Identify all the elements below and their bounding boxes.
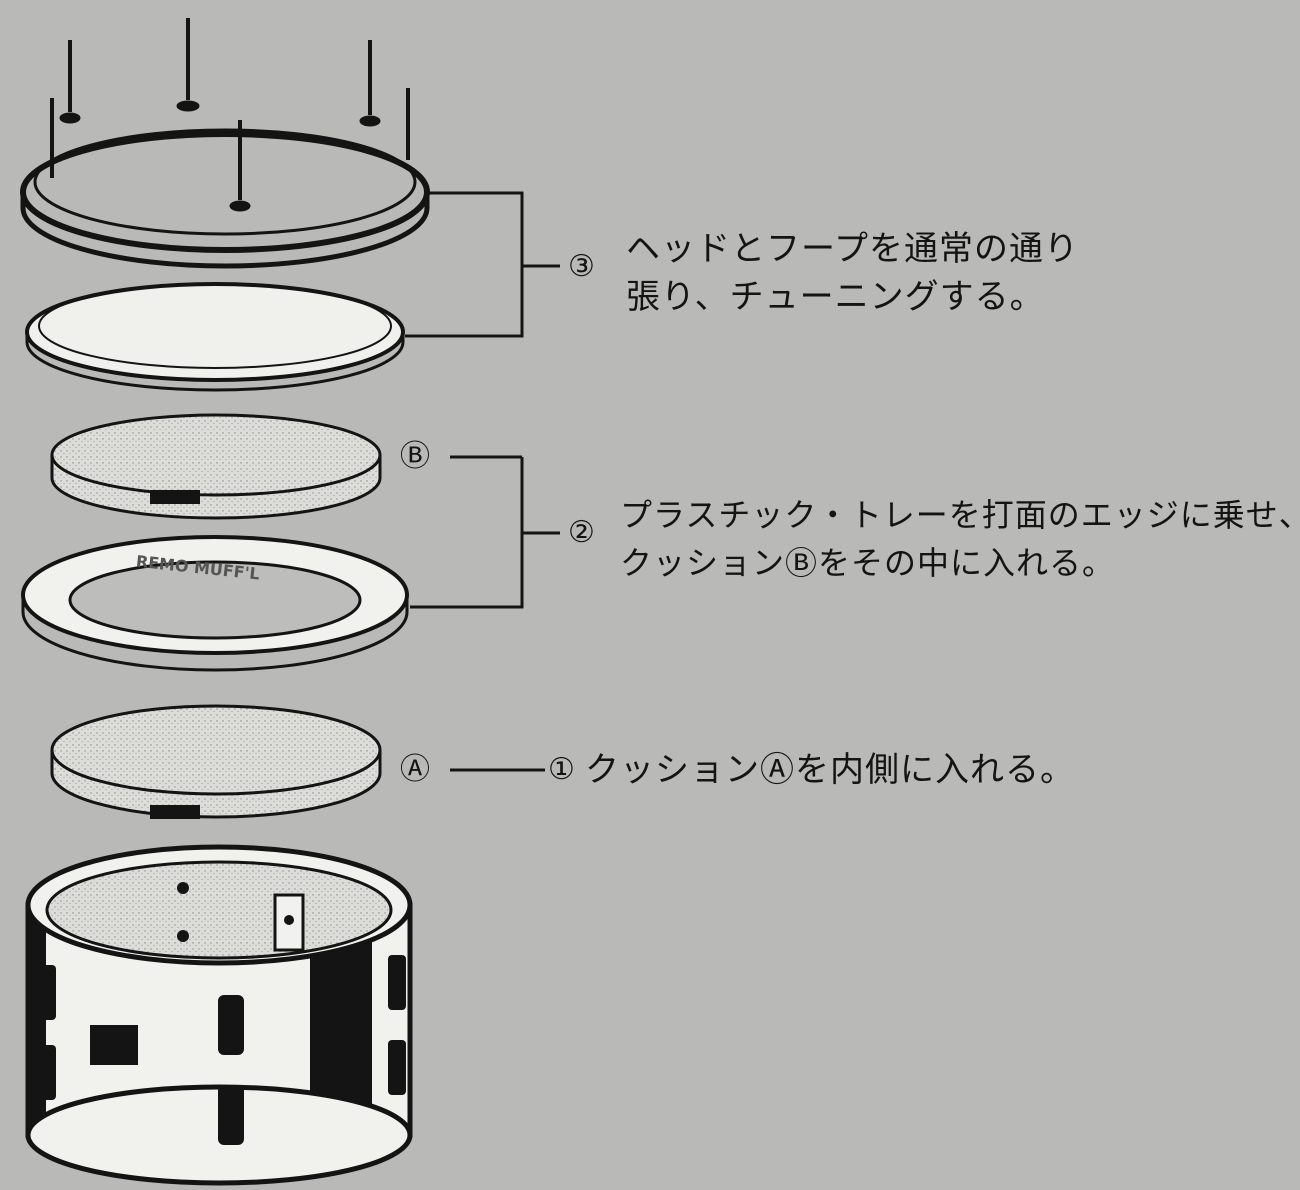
drum-head	[25, 282, 405, 392]
step-3-line-1: ヘッドとフープを通常の通り	[626, 229, 1079, 269]
tension-rod	[359, 40, 381, 127]
drum-shell	[25, 844, 413, 1186]
label-cushion-a: Ⓐ	[400, 752, 430, 787]
tension-rod	[59, 40, 81, 124]
plastic-tray: REMO MUFF'L	[21, 535, 409, 672]
callout-lines	[405, 191, 560, 772]
cushion-a	[50, 704, 382, 819]
step-2-line-2: クッションⒷをその中に入れる。	[620, 544, 1116, 582]
tension-rods	[50, 18, 410, 212]
step-2-line-1: プラスチック・トレーを打面のエッジに乗せ、	[620, 496, 1300, 534]
step-3-number: ③	[568, 249, 595, 284]
step-1-number: ①	[548, 752, 575, 787]
step-1-line-1: クッションⒶを内側に入れる。	[585, 750, 1075, 790]
cushion-b	[50, 413, 382, 520]
tension-rod	[176, 18, 200, 112]
step-3-line-2: 張り、チューニングする。	[626, 277, 1045, 317]
counter-hoop	[20, 128, 430, 269]
label-cushion-b: Ⓑ	[400, 439, 430, 474]
step-2-number: ②	[568, 515, 595, 550]
